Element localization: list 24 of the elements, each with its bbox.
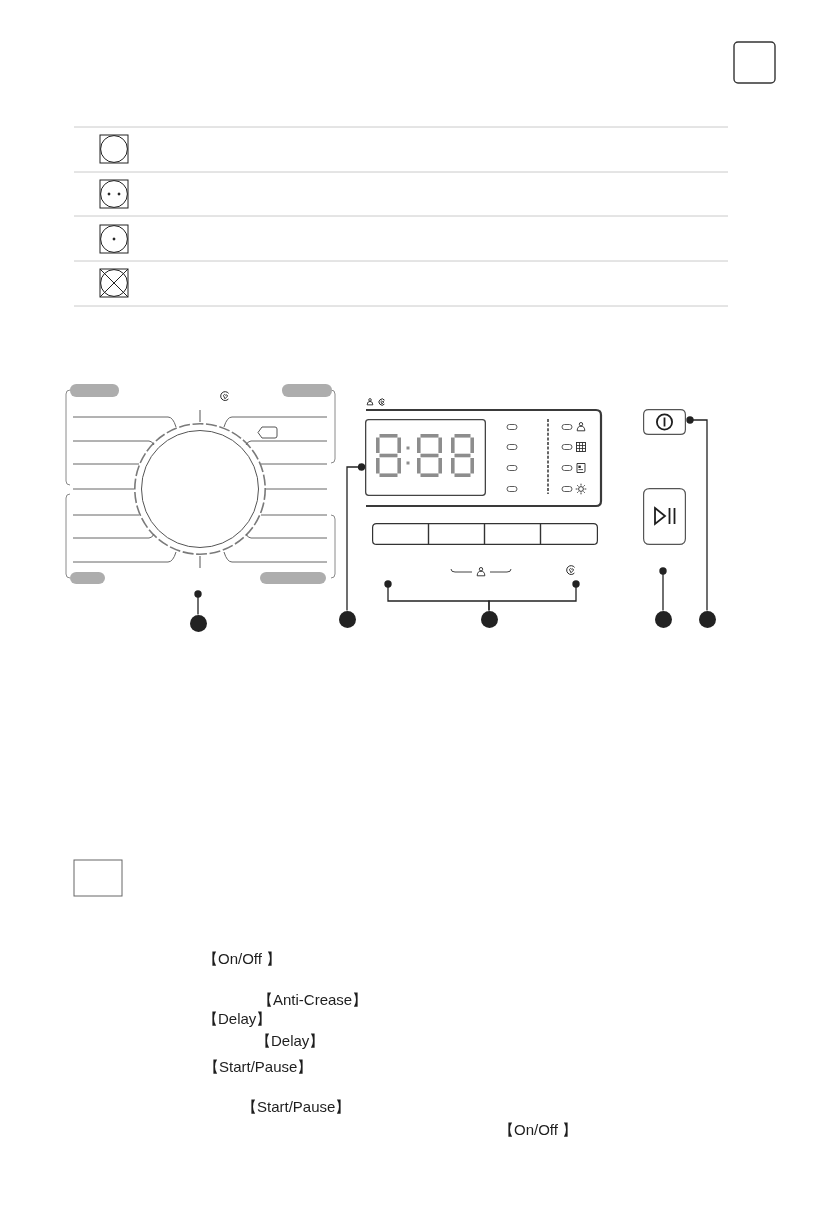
callout-circle — [189, 614, 207, 632]
control-name: 【On/Off 】 — [203, 950, 282, 968]
function-button — [428, 523, 485, 545]
callout-circle — [338, 610, 356, 628]
function-button — [540, 523, 598, 545]
leader-line — [488, 580, 580, 612]
power-button — [643, 409, 686, 435]
display-window — [365, 419, 486, 496]
callout-circle — [480, 610, 498, 628]
control-name: 【Start/Pause】 — [242, 1098, 351, 1116]
start-pause-button — [643, 488, 686, 545]
control-name: 【Start/Pause】 — [204, 1058, 313, 1076]
callout-circle — [698, 610, 716, 628]
leader-line — [194, 590, 202, 616]
function-button — [484, 523, 541, 545]
leader-line — [686, 416, 708, 612]
leader-line — [659, 567, 667, 612]
control-name: 【Anti-Crease】 — [258, 991, 368, 1009]
control-name: 【Delay】 — [203, 1010, 272, 1028]
function-button — [372, 523, 429, 545]
callout-circle — [654, 610, 672, 628]
control-name: 【Delay】 — [256, 1032, 325, 1050]
leader-line — [346, 463, 366, 612]
control-name: 【On/Off 】 — [499, 1121, 578, 1139]
